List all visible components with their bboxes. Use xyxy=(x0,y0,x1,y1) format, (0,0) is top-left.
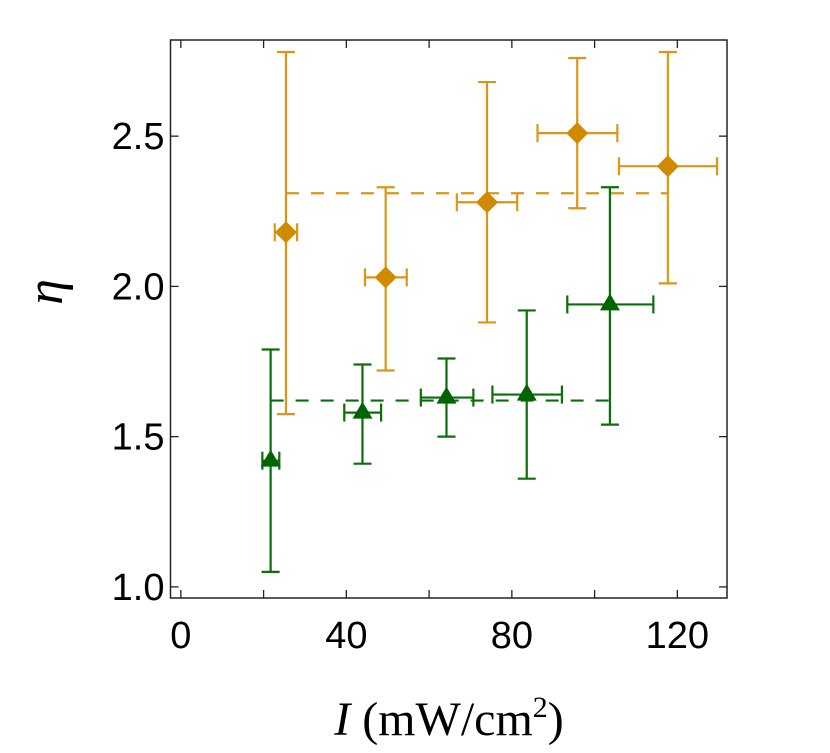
triangle-marker-icon xyxy=(516,383,537,401)
diamond-marker-icon xyxy=(566,122,589,145)
triangle-marker-icon xyxy=(599,293,620,311)
x-tick-label: 80 xyxy=(491,615,533,657)
y-tick-label: 2.5 xyxy=(112,116,165,158)
y-tick-label: 1.0 xyxy=(112,567,165,609)
x-axis-label-variable: I xyxy=(333,693,352,746)
x-axis-label-close: ) xyxy=(548,693,564,746)
plot-frame-border xyxy=(169,39,728,599)
triangle-marker-icon xyxy=(436,386,457,404)
diamond-marker-icon xyxy=(476,191,499,214)
x-tick-label: 120 xyxy=(646,615,709,657)
y-axis-label: η xyxy=(17,279,74,305)
x-tick-label: 0 xyxy=(170,615,191,657)
plot-frame xyxy=(169,39,728,599)
diamond-marker-icon xyxy=(274,221,297,244)
triangle-marker-icon xyxy=(352,401,373,419)
y-tick-label: 1.5 xyxy=(112,417,165,459)
axis-ticks xyxy=(170,40,727,598)
x-axis-label-superscript: 2 xyxy=(533,691,548,724)
y-tick-label: 2.0 xyxy=(112,266,165,308)
data-markers xyxy=(260,122,679,467)
triangle-marker-icon xyxy=(260,449,281,467)
mean-lines xyxy=(270,192,668,402)
x-tick-label: 40 xyxy=(325,615,367,657)
diamond-marker-icon xyxy=(656,155,679,178)
diamond-marker-icon xyxy=(374,266,397,289)
x-axis-label-unit: (mW/cm xyxy=(350,693,533,746)
x-axis-label: I (mW/cm2) xyxy=(333,691,564,746)
error-bars xyxy=(261,50,719,573)
axis-tick-labels: 0 40 80 120 1.0 1.5 2.0 2.5 xyxy=(112,116,709,657)
